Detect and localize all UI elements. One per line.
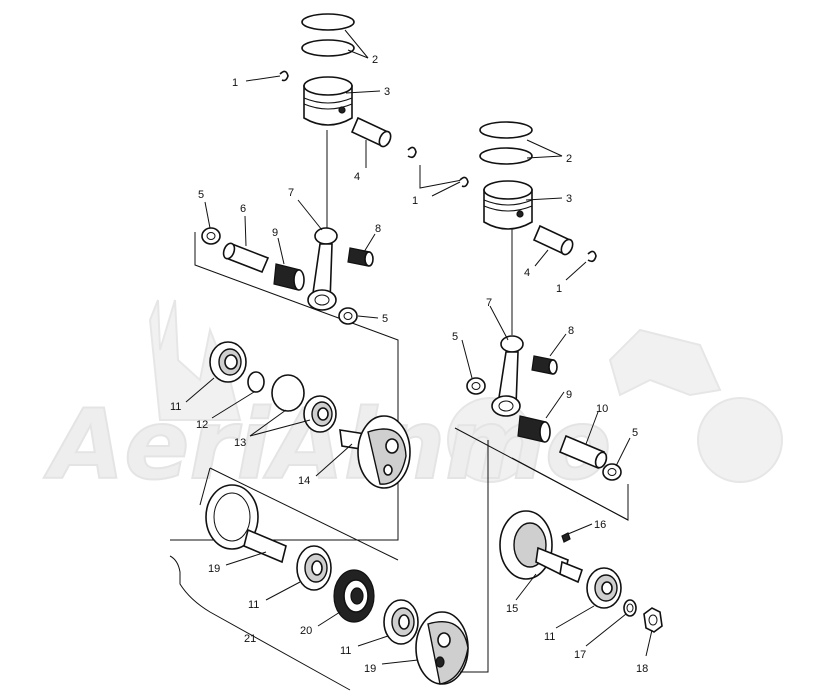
callout-left-1: 1: [232, 77, 238, 89]
callout-right-18: 18: [636, 663, 648, 675]
callout-left-5b: 5: [382, 313, 388, 325]
left-piston-rings: [301, 13, 355, 57]
left-guide-lines: [170, 130, 399, 561]
callout-right-8: 8: [568, 325, 574, 337]
left-piston: [303, 76, 353, 126]
right-piston-pin-clip-lower: [587, 250, 597, 263]
callout-left-19a: 19: [208, 563, 220, 575]
left-crankpin: [222, 242, 270, 274]
left-main-bearing-top: [209, 341, 247, 383]
left-crankshaft-flywheel-upper: [205, 484, 287, 564]
right-piston: [483, 180, 533, 230]
left-main-bearing-lower: [383, 599, 419, 645]
right-crankshaft-end: [499, 510, 583, 584]
left-connecting-rod: [307, 227, 338, 311]
left-seal-ring: [247, 371, 265, 393]
right-piston-pin: [532, 224, 574, 256]
callout-left-7: 7: [288, 187, 294, 199]
callout-left-12: 12: [196, 419, 208, 431]
callout-left-19b: 19: [364, 663, 376, 675]
callout-right-7: 7: [486, 297, 492, 309]
callout-right-5b: 5: [632, 427, 638, 439]
callout-left-11c: 11: [340, 645, 351, 657]
callout-left-5a: 5: [198, 189, 204, 201]
left-retaining-ring-and-bearing: [271, 374, 337, 433]
callout-right-1b: 1: [556, 283, 562, 295]
callout-right-17: 17: [574, 649, 586, 661]
callout-left-6: 6: [240, 203, 246, 215]
right-main-bearing: [586, 567, 622, 609]
callout-right-2: 2: [566, 153, 572, 165]
callout-left-14: 14: [298, 475, 310, 487]
callout-right-9: 9: [566, 389, 572, 401]
left-piston-pin: [350, 116, 392, 148]
callout-left-4: 4: [354, 171, 360, 183]
leader-lines: [185, 29, 653, 665]
right-thrust-washer-right: [602, 463, 622, 481]
right-woodruff-key: [561, 532, 571, 543]
left-big-end-bearing: [273, 263, 305, 291]
callout-left-11b: 11: [248, 599, 259, 611]
watermark: AeriAlnmo: [42, 299, 783, 502]
right-small-end-bearing: [531, 355, 558, 375]
right-crankshaft-nut: [643, 607, 663, 633]
right-crankpin: [558, 434, 608, 470]
left-main-bearing-middle: [296, 545, 332, 591]
left-small-end-bearing: [347, 247, 374, 267]
left-thrust-washer-lower: [338, 307, 358, 325]
callout-right-10: 10: [596, 403, 608, 415]
right-big-end-bearing: [517, 415, 551, 443]
left-crankshaft-half: [339, 415, 411, 489]
callout-right-15: 15: [506, 603, 518, 615]
callout-right-16: 16: [594, 519, 606, 531]
callout-left-20: 20: [300, 625, 312, 637]
right-thrust-washer-left: [466, 377, 486, 395]
callout-labels: 1 2 3 4 5 6 7 8 9 5 11 12 13 14 19 11 20…: [170, 54, 648, 675]
callout-left-21: 21: [244, 633, 256, 645]
callout-left-8: 8: [375, 223, 381, 235]
left-roller-bearing: [333, 569, 375, 623]
callout-left-2: 2: [372, 54, 378, 66]
callout-left-9: 9: [272, 227, 278, 239]
right-piston-pin-clip-upper: [459, 176, 469, 188]
callout-left-3: 3: [384, 86, 390, 98]
callout-right-4: 4: [524, 267, 530, 279]
callout-left-13: 13: [234, 437, 246, 449]
callout-right-11: 11: [544, 631, 555, 643]
right-lock-washer: [623, 599, 637, 617]
callout-left-11a: 11: [170, 401, 181, 413]
left-crankshaft-flywheel-lower: [415, 611, 469, 685]
left-thrust-washer-upper: [201, 227, 221, 245]
left-piston-pin-clip: [279, 70, 289, 82]
callout-right-5a: 5: [452, 331, 458, 343]
piston-pin-clip-mid: [407, 146, 417, 159]
right-connecting-rod: [491, 335, 524, 417]
callout-right-1a: 1: [412, 195, 418, 207]
left-assembly-brace: [169, 555, 351, 691]
right-guide-lines: [419, 165, 629, 673]
right-piston-rings: [479, 121, 533, 165]
callout-right-3: 3: [566, 193, 572, 205]
